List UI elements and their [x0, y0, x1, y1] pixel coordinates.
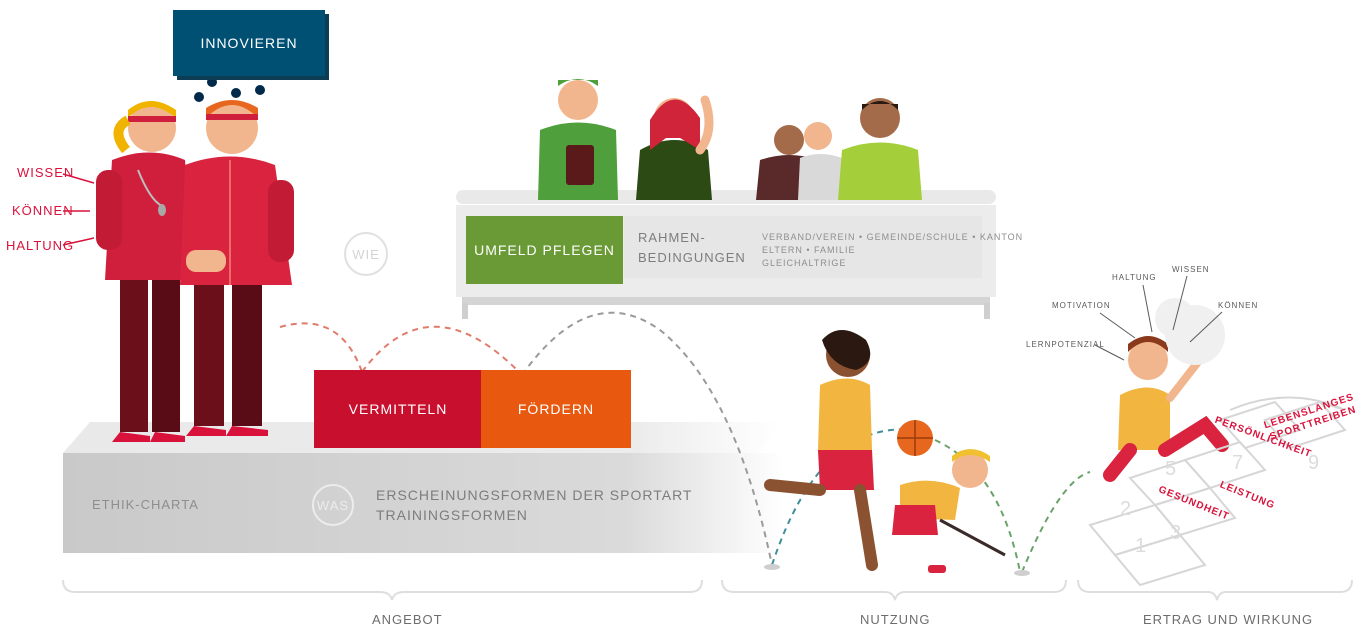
was-label: WAS — [316, 497, 350, 513]
umfeld-detail-2: ELTERN • FAMILIE — [762, 245, 856, 255]
hop-number-2: 2 — [1120, 498, 1133, 520]
learner-motivation: MOTIVATION — [1052, 301, 1111, 310]
hop-number-1: 1 — [1135, 535, 1148, 557]
brace-nutzung — [721, 579, 1067, 601]
hopscotch-court — [1088, 396, 1347, 587]
skill-haltung: HALTUNG — [6, 238, 75, 253]
hop-number-7: 7 — [1232, 452, 1245, 474]
thought-dot — [255, 85, 265, 95]
hop-number-5: 5 — [1165, 458, 1178, 480]
thought-dot — [207, 77, 217, 87]
section-nutzung: NUTZUNG — [860, 612, 931, 627]
foerdern-label: FÖRDERN — [517, 401, 595, 417]
learner-wissen: WISSEN — [1172, 265, 1210, 274]
bounce-arc-ertrag — [1021, 471, 1091, 573]
spectator-family — [756, 98, 922, 200]
innovieren-box: INNOVIEREN — [173, 10, 325, 76]
player-basketball — [764, 330, 933, 571]
wie-label: WIE — [352, 246, 380, 262]
learner-haltung: HALTUNG — [1112, 273, 1157, 282]
was-circle: WAS — [312, 484, 354, 526]
wie-circle: WIE — [344, 232, 388, 276]
learner-lernpotenzial: LERNPOTENZIAL — [1026, 340, 1105, 349]
ethik-charta: ETHIK-CHARTA — [92, 497, 199, 512]
hop-number-3: 3 — [1170, 522, 1183, 544]
learner-figure — [1103, 298, 1229, 482]
umfeld-pflegen-label: UMFELD PFLEGEN — [474, 242, 615, 258]
foerdern-box: FÖRDERN — [481, 370, 631, 448]
player-hockey — [892, 449, 1006, 573]
trainingsformen: TRAININGSFORMEN — [376, 507, 528, 523]
coach-man — [180, 100, 294, 436]
bounce-arc — [361, 325, 523, 376]
spectator-official — [538, 79, 618, 200]
erscheinungsformen: ERSCHEINUNGSFORMEN DER SPORTART — [376, 487, 693, 503]
umfeld-pflegen-box: UMFELD PFLEGEN — [466, 216, 623, 284]
vermitteln-box: VERMITTELN — [314, 370, 482, 448]
thought-dot — [194, 92, 204, 102]
rahmen-line2: BEDINGUNGEN — [638, 250, 746, 265]
hop-number-9: 9 — [1308, 452, 1321, 474]
learner-koennen: KÖNNEN — [1218, 301, 1259, 310]
bounce-arc — [521, 311, 773, 566]
thought-dot — [231, 88, 241, 98]
skill-wissen: WISSEN — [17, 165, 75, 180]
brace-ertrag — [1077, 579, 1353, 601]
rahmen-line1: RAHMEN- — [638, 230, 706, 245]
umfeld-detail-1: VERBAND/VEREIN • GEMEINDE/SCHULE • KANTO… — [762, 232, 1024, 242]
skill-koennen: KÖNNEN — [12, 203, 74, 218]
platform-front — [63, 453, 783, 553]
umfeld-detail-3: GLEICHALTRIGE — [762, 258, 847, 268]
spectator-redhead — [636, 95, 714, 200]
vermitteln-label: VERMITTELN — [348, 401, 448, 417]
bounce-arc-nutzung — [934, 439, 1021, 573]
coach-woman — [96, 101, 195, 442]
bounce-arc — [279, 322, 363, 373]
section-ertrag: ERTRAG UND WIRKUNG — [1143, 612, 1314, 627]
brace-angebot — [62, 579, 703, 601]
section-angebot: ANGEBOT — [372, 612, 443, 627]
innovieren-label: INNOVIEREN — [200, 35, 298, 51]
